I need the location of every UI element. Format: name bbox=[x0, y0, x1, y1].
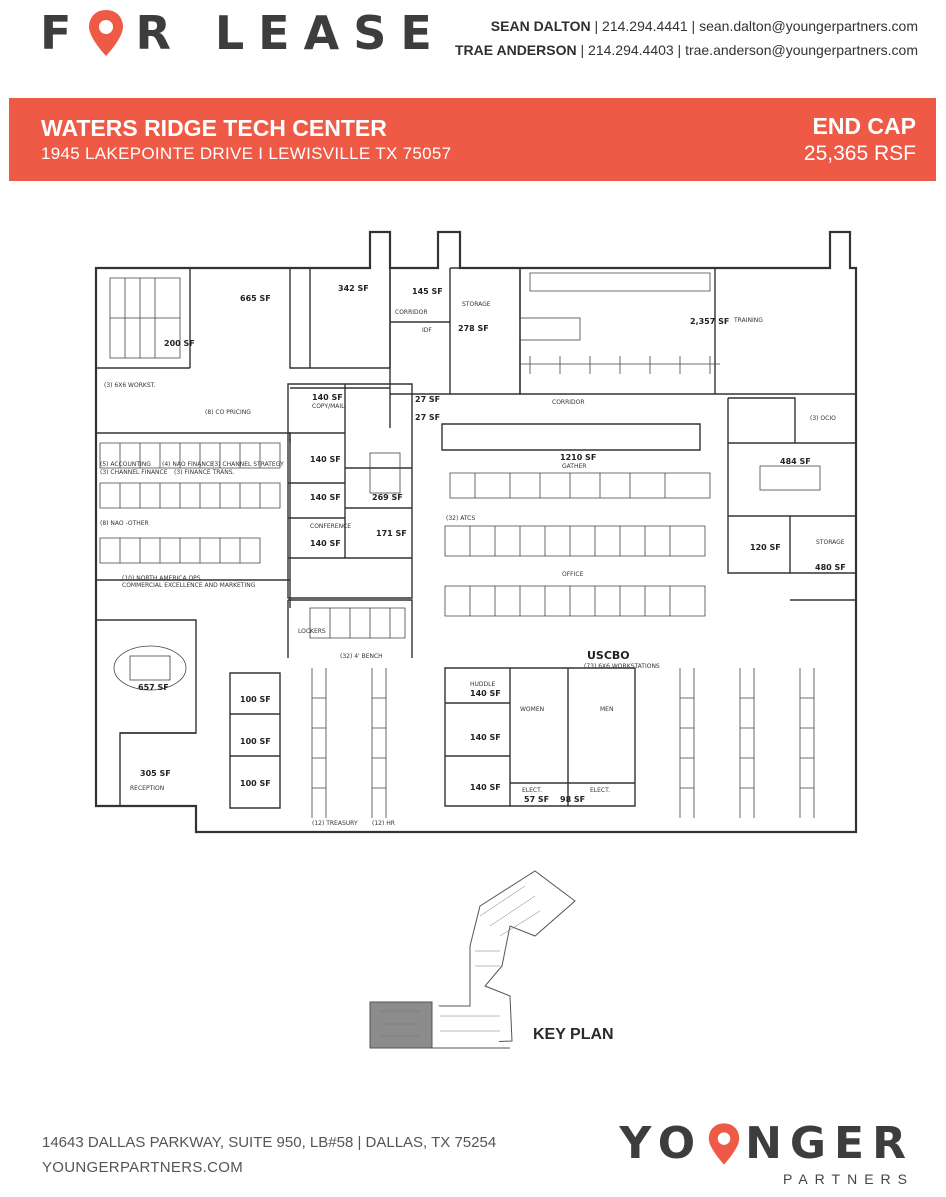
room-area-label: 100 SF bbox=[240, 779, 271, 788]
contact-block: SEAN DALTON | 214.294.4441 | sean.dalton… bbox=[455, 14, 918, 62]
room-area-label: 145 SF bbox=[412, 287, 443, 296]
area-label: (3) OCIO bbox=[810, 415, 836, 422]
area-label: STORAGE bbox=[816, 539, 845, 546]
workstation-clusters bbox=[99, 272, 821, 818]
area-label: OFFICE bbox=[562, 571, 584, 578]
brand-name: YO NGER bbox=[619, 1118, 914, 1169]
area-label: ELECT. bbox=[522, 787, 542, 794]
footer-address: 14643 DALLAS PARKWAY, SUITE 950, LB#58 |… bbox=[42, 1134, 497, 1151]
area-label: CORRIDOR bbox=[395, 309, 428, 316]
room-area-label: 57 SF bbox=[524, 795, 549, 804]
contact-email[interactable]: sean.dalton@youngerpartners.com bbox=[699, 18, 918, 34]
area-label: (3) CHANNEL STRATEGY bbox=[212, 461, 284, 468]
area-label: ELECT. bbox=[590, 787, 610, 794]
area-label: COMMERCIAL EXCELLENCE AND MARKETING bbox=[122, 582, 256, 589]
property-address: 1945 LAKEPOINTE DRIVE I LEWISVILLE TX 75… bbox=[41, 144, 452, 163]
uscbo-sublabel: (73) 6X6 WORKSTATIONS bbox=[584, 663, 660, 670]
area-label: RECEPTION bbox=[130, 785, 164, 792]
uscbo-label: USCBO bbox=[587, 649, 630, 662]
room-area-label: 2,357 SF bbox=[690, 317, 729, 326]
contact-phone[interactable]: 214.294.4441 bbox=[602, 18, 688, 34]
area-label: (8) NAO -OTHER bbox=[100, 520, 149, 527]
location-pin-icon bbox=[707, 1121, 741, 1167]
room-area-label: 342 SF bbox=[338, 284, 369, 293]
room-area-label: 140 SF bbox=[470, 783, 501, 792]
area-label: (8) CO PRICING bbox=[205, 409, 251, 416]
younger-partners-logo: YO NGER PARTNERS bbox=[619, 1118, 914, 1187]
location-pin-icon bbox=[87, 8, 125, 58]
room-area-label: 27 SF bbox=[415, 395, 440, 404]
area-label: (3) FINANCE TRANS. bbox=[174, 469, 235, 476]
area-label: CONFERENCE bbox=[310, 523, 351, 530]
room-area-label: 171 SF bbox=[376, 529, 407, 538]
room-area-label: 278 SF bbox=[458, 324, 489, 333]
floor-plan: 665 SF 342 SF 145 SF 278 SF 200 SF 2,357… bbox=[90, 228, 860, 838]
area-label: GATHER bbox=[562, 463, 586, 470]
room-area-label: 140 SF bbox=[470, 733, 501, 742]
logo-text-left: F bbox=[40, 6, 86, 60]
contact-row: SEAN DALTON | 214.294.4441 | sean.dalton… bbox=[490, 18, 918, 34]
suite-type: END CAP bbox=[812, 113, 916, 139]
brand-subtitle: PARTNERS bbox=[783, 1171, 914, 1187]
room-labels: 665 SF 342 SF 145 SF 278 SF 200 SF 2,357… bbox=[100, 284, 846, 827]
area-label: (32) 4' BENCH bbox=[340, 653, 383, 660]
room-area-label: 27 SF bbox=[415, 413, 440, 422]
key-plan-map bbox=[360, 866, 590, 1056]
contact-row: TRAE ANDERSON | 214.294.4403 | trae.ande… bbox=[455, 42, 918, 58]
contact-email[interactable]: trae.anderson@youngerpartners.com bbox=[685, 42, 918, 58]
area-label: (3) 6X6 WORKST. bbox=[104, 382, 156, 389]
room-area-label: 1210 SF bbox=[560, 453, 596, 462]
for-lease-logo: F R LEASE bbox=[40, 6, 446, 60]
room-area-label: 140 SF bbox=[312, 393, 343, 402]
area-label: MEN bbox=[600, 706, 613, 713]
area-label: (32) ATCS bbox=[446, 515, 475, 522]
area-label: (12) HR bbox=[372, 820, 395, 827]
contact-name: SEAN DALTON bbox=[490, 18, 591, 34]
suite-size: 25,365 RSF bbox=[803, 142, 916, 165]
key-plan-label: KEY PLAN bbox=[533, 1026, 614, 1043]
room-area-label: 480 SF bbox=[815, 563, 846, 572]
brand-text-left: YO bbox=[619, 1118, 704, 1169]
footer-website-link[interactable]: YOUNGERPARTNERS.COM bbox=[42, 1159, 244, 1176]
area-label: STORAGE bbox=[462, 301, 491, 308]
room-area-label: 100 SF bbox=[240, 737, 271, 746]
area-label: (10) NORTH AMERICA OPS bbox=[122, 575, 201, 582]
room-area-label: 140 SF bbox=[310, 493, 341, 502]
property-banner: WATERS RIDGE TECH CENTER 1945 LAKEPOINTE… bbox=[9, 98, 936, 181]
area-label: HUDDLE bbox=[470, 681, 495, 688]
room-area-label: 484 SF bbox=[780, 457, 811, 466]
area-label: IDF bbox=[422, 327, 432, 334]
area-label: (12) TREASURY bbox=[312, 820, 358, 827]
area-label: COPY/MAIL bbox=[312, 403, 345, 410]
room-area-label: 665 SF bbox=[240, 294, 271, 303]
property-title: WATERS RIDGE TECH CENTER bbox=[41, 115, 387, 141]
room-area-label: 200 SF bbox=[164, 339, 195, 348]
room-area-label: 140 SF bbox=[310, 539, 341, 548]
area-label: LOCKERS bbox=[298, 628, 326, 635]
brand-text-right: NGER bbox=[745, 1118, 914, 1169]
logo-text-right: R LEASE bbox=[135, 6, 446, 60]
room-area-label: 140 SF bbox=[470, 689, 501, 698]
contact-phone[interactable]: 214.294.4403 bbox=[588, 42, 674, 58]
area-label: (3) CHANNEL FINANCE bbox=[100, 469, 168, 476]
room-area-label: 657 SF bbox=[138, 683, 169, 692]
contact-name: TRAE ANDERSON bbox=[455, 42, 577, 58]
area-label: CORRIDOR bbox=[552, 399, 585, 406]
room-area-label: 100 SF bbox=[240, 695, 271, 704]
room-area-label: 305 SF bbox=[140, 769, 171, 778]
room-area-label: 140 SF bbox=[310, 455, 341, 464]
area-label: (5) ACCOUNTING bbox=[100, 461, 151, 468]
area-label: WOMEN bbox=[520, 706, 544, 713]
room-area-label: 98 SF bbox=[560, 795, 585, 804]
area-label: TRAINING bbox=[733, 317, 763, 324]
room-area-label: 120 SF bbox=[750, 543, 781, 552]
room-area-label: 269 SF bbox=[372, 493, 403, 502]
area-label: (4) NAO FINANCE bbox=[162, 461, 214, 468]
